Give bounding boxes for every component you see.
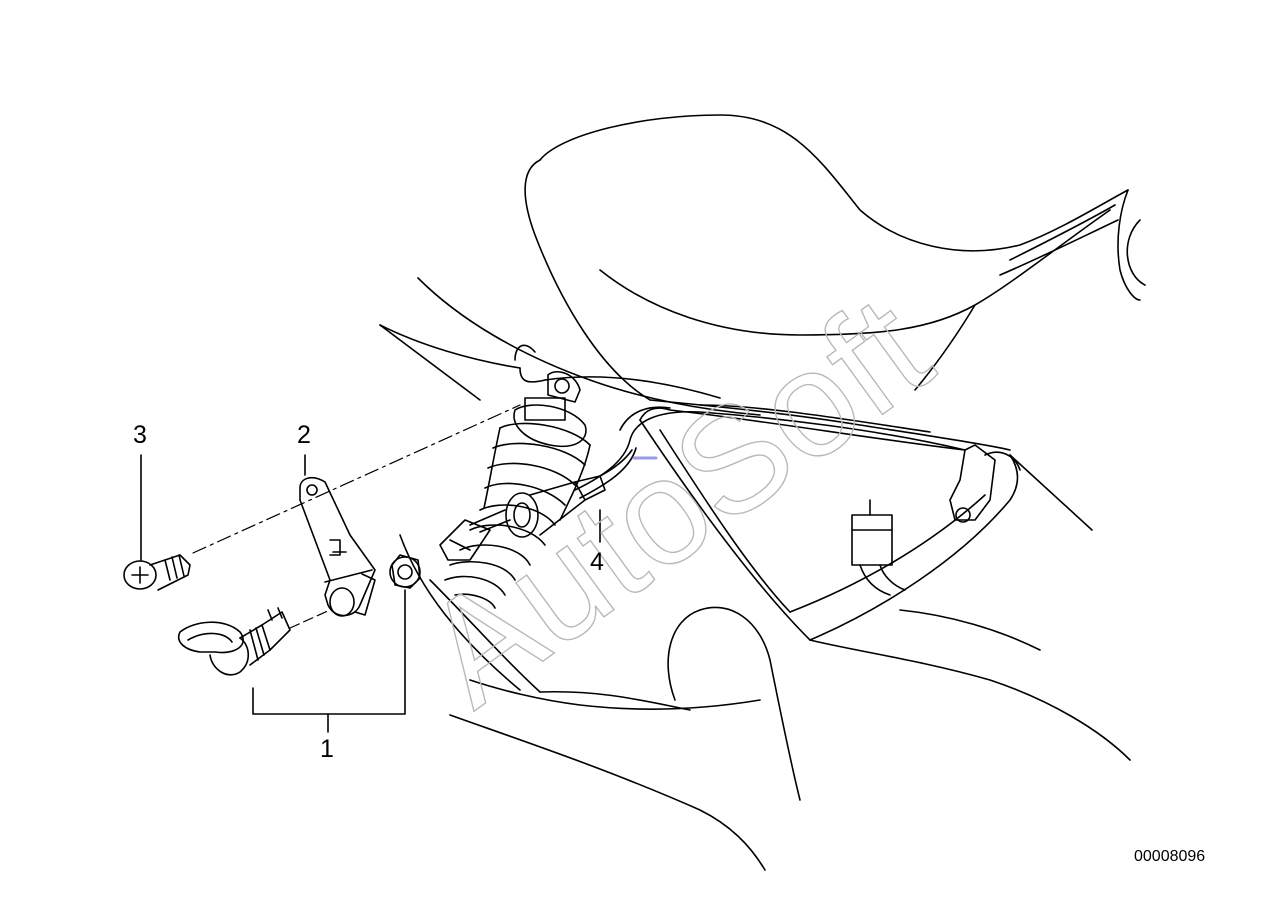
leader-1-bracket — [252, 589, 406, 715]
callout-2: 2 — [297, 421, 311, 449]
nut-part — [389, 554, 421, 589]
assembly-axis-line — [192, 404, 521, 554]
seat-outline — [524, 114, 1146, 401]
bracket-part — [299, 476, 376, 617]
sensor-assembly — [505, 449, 633, 538]
diagram-number: 00008096 — [1134, 848, 1206, 865]
callout-leaders — [140, 454, 601, 733]
right-bracket — [949, 444, 1021, 523]
callout-4: 4 — [590, 548, 604, 576]
frame-outline — [379, 277, 1131, 871]
switch-part — [178, 607, 291, 676]
harness-connector-right — [851, 499, 906, 596]
shock-absorber — [444, 371, 591, 609]
wiring-harness — [574, 404, 966, 499]
screw-part — [123, 554, 191, 591]
callout-1: 1 — [320, 735, 334, 763]
callout-3: 3 — [133, 421, 147, 449]
plug-connector — [439, 509, 511, 561]
assembly-axis-line-lower — [289, 609, 331, 629]
